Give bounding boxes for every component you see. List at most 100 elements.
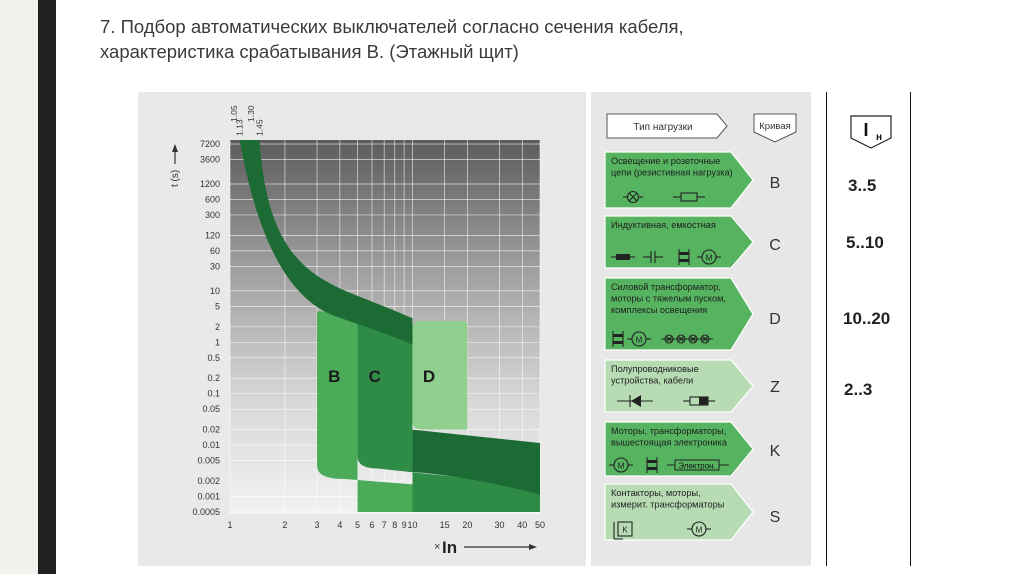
title-line-1: 7. Подбор автоматических выключателей со… [100, 16, 684, 37]
top-multiplier-label: 1.05 [229, 105, 239, 122]
x-tick-label: 3 [315, 520, 320, 530]
load-row-text: Полупроводниковые [611, 364, 699, 374]
y-tick-label: 120 [205, 230, 220, 240]
rated-current-column: I н 3..5 5..10 10..20 2..3 [826, 92, 911, 566]
motor-icon: M [627, 331, 651, 347]
in-value-c: 5..10 [846, 233, 884, 252]
curve-letter-d: D [769, 311, 781, 328]
y-tick-label: 0.5 [207, 353, 220, 363]
x-tick-label: 30 [495, 520, 505, 530]
load-row-text: Освещение и розеточные [611, 156, 720, 166]
x-tick-label: 6 [369, 520, 374, 530]
load-header-tag [606, 113, 728, 139]
x-tick-label: 15 [440, 520, 450, 530]
top-multiplier-label: 1.13 [235, 119, 245, 136]
coil-icon [612, 331, 624, 347]
curve-letter-b: B [770, 175, 781, 192]
y-tick-label: 2 [215, 322, 220, 332]
coil-icon [678, 249, 690, 265]
x-tick-label: 1 [227, 520, 232, 530]
y-tick-label: 0.1 [207, 389, 220, 399]
coil-icon [646, 457, 658, 473]
load-row-text: цепи (резистивная нагрузка) [611, 168, 733, 178]
motor-icon: M [609, 457, 633, 473]
x-tick-label: 4 [337, 520, 342, 530]
load-row-text: Контакторы, моторы, [611, 488, 701, 498]
x-tick-label: 20 [462, 520, 472, 530]
load-row-text: Индуктивная, емкостная [611, 220, 716, 230]
y-tick-label: 0.2 [207, 373, 220, 383]
x-tick-label: 7 [382, 520, 387, 530]
y-tick-labels: 7200360012006003001206030105210.50.20.10… [192, 139, 220, 517]
x-tick-label: 8 [392, 520, 397, 530]
load-row-tag [604, 277, 754, 351]
y-tick-label: 0.0005 [192, 507, 220, 517]
band-label-c: C [369, 367, 381, 386]
inductor-icon [611, 254, 635, 260]
x-tick-label: 50 [535, 520, 545, 530]
y-tick-label: 0.001 [197, 492, 220, 502]
resistor-icon [673, 192, 705, 202]
load-row-tag [604, 151, 754, 209]
title-line-2: характеристика срабатывания В. (Этажный … [100, 41, 519, 62]
in-value-d: 10..20 [843, 309, 891, 328]
x-tick-label: 10 [407, 520, 417, 530]
x-axis-title: × In [434, 538, 537, 557]
svg-text:M: M [618, 462, 625, 471]
load-row-text: устройства, кабели [611, 376, 693, 386]
load-row-text: Моторы, трансформаторы, [611, 426, 726, 436]
motor-icon: M [687, 521, 711, 537]
top-multiplier-label: 1.45 [254, 119, 264, 136]
load-row-text: комплексы освещения [611, 305, 707, 315]
x-axis-label: In [442, 538, 457, 557]
load-row-b: Освещение и розеточные цепи (резистивная … [604, 151, 754, 209]
y-tick-label: 0.002 [197, 476, 220, 486]
lamp-chain-icon [661, 334, 713, 344]
y-axis-label: t (s) [170, 170, 181, 187]
in-header-subscript: н [876, 132, 882, 143]
svg-text:M: M [636, 336, 643, 345]
band-low-tail [412, 429, 540, 495]
fuse-icon [683, 396, 715, 406]
motor-icon: M [697, 249, 721, 265]
relay-icon: K [613, 521, 633, 540]
svg-text:M: M [696, 526, 703, 535]
left-margin [0, 0, 38, 574]
curve-header-label: Кривая [759, 121, 791, 132]
y-tick-label: 0.01 [202, 440, 220, 450]
band-b [317, 311, 540, 512]
x-axis-prefix: × [434, 541, 440, 553]
band-d [412, 320, 468, 430]
load-row-tag [604, 359, 754, 413]
load-row-s: Контакторы, моторы,измерит. трансформато… [604, 483, 754, 541]
svg-text:M: M [706, 254, 713, 263]
y-tick-label: 3600 [200, 154, 220, 164]
capacitor-icon [643, 251, 663, 263]
dark-side-strip [38, 0, 56, 574]
relay-label: K [622, 526, 628, 535]
x-tick-label: 40 [517, 520, 527, 530]
x-tick-label: 2 [282, 520, 287, 530]
lamp-icon [623, 190, 643, 204]
electronics-label: Электрон. [678, 462, 715, 471]
y-tick-label: 7200 [200, 139, 220, 149]
y-tick-label: 5 [215, 301, 220, 311]
top-multiplier-labels: 1.131.051.451.30 [229, 105, 265, 136]
y-tick-label: 0.005 [197, 456, 220, 466]
load-row-text: вышестоящая электроника [611, 438, 728, 448]
y-tick-label: 10 [210, 286, 220, 296]
slide-title: 7. Подбор автоматических выключателей со… [100, 14, 980, 64]
curve-letter-z: Z [770, 379, 780, 396]
load-row-k: Моторы, трансформаторы, вышестоящая элект… [604, 421, 754, 477]
load-row-text: моторы с тяжелым пуском, [611, 294, 726, 304]
in-value-z: 2..3 [844, 380, 873, 399]
in-value-b: 3..5 [848, 176, 877, 195]
curve-letter-k: K [770, 443, 781, 460]
y-axis-title: t (s) [170, 144, 181, 187]
load-row-tag [604, 483, 754, 541]
y-tick-label: 1200 [200, 179, 220, 189]
